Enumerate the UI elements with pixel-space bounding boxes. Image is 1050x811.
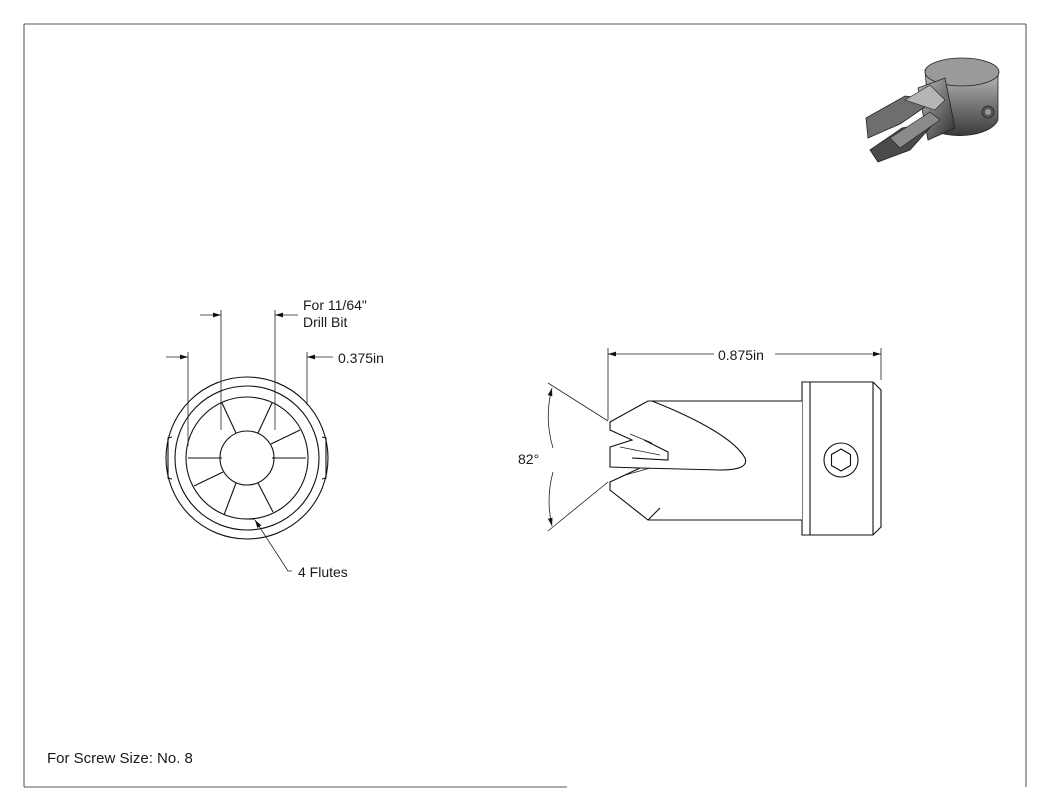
drill-bit-callout-line1: For 11/64" [303,297,367,313]
flutes-label: 4 Flutes [298,564,348,580]
sheet-border [23,23,1027,788]
set-screw-hex-icon [830,448,852,472]
drill-bit-dimension [200,310,298,430]
length-dimension [607,348,882,420]
length-label: 0.875in [718,347,764,363]
outer-circle [165,376,329,540]
front-view: For 11/64" Drill Bit 0.375in 4 Flutes [165,297,384,580]
countersink-bit-iso-icon [865,57,1000,163]
diameter-label: 0.375in [338,350,384,366]
screw-size-note: For Screw Size: No. 8 [47,750,193,767]
flute-lines [188,402,306,516]
collar-circle [174,385,320,531]
flutes-leader [254,519,292,572]
bit-body [609,400,802,521]
pilot-hole [219,430,275,486]
collar [801,381,882,536]
drill-bit-callout-line2: Drill Bit [303,314,347,330]
angle-label: 82° [518,451,539,467]
diameter-dimension [166,352,333,446]
set-screw-circle [823,442,859,478]
side-view: 0.875in 82° [518,347,882,536]
angle-dimension [547,382,609,532]
